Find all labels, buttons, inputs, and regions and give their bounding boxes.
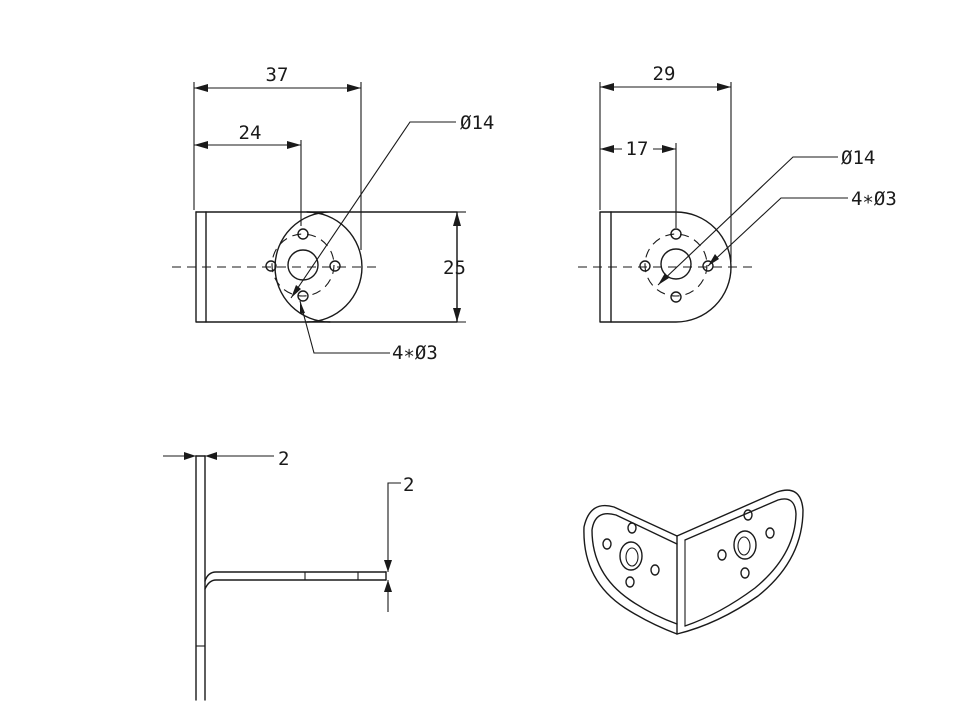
side-center-hole bbox=[660, 248, 692, 280]
arrowhead bbox=[453, 212, 461, 226]
iso-left-small-hole bbox=[627, 522, 637, 534]
arrowhead bbox=[717, 83, 731, 91]
front-leader-dia14 bbox=[290, 121, 456, 299]
front-small-holes-label: 4∗Ø3 bbox=[392, 342, 438, 364]
iso-left-wing-rim bbox=[591, 512, 678, 625]
arrowhead bbox=[347, 84, 361, 92]
profile-dim-2a-label: 2 bbox=[278, 448, 289, 470]
front-small-hole bbox=[297, 290, 309, 302]
arrowhead bbox=[291, 285, 301, 298]
front-dim-24-label: 24 bbox=[239, 122, 262, 144]
iso-left-center-hole bbox=[619, 541, 643, 571]
iso-left-small-hole bbox=[625, 576, 635, 588]
arrowhead bbox=[708, 254, 719, 266]
side-dim-17-label: 17 bbox=[626, 138, 649, 160]
iso-left-small-hole bbox=[650, 564, 660, 576]
front-dim-25-label: 25 bbox=[443, 257, 466, 279]
side-view: 29 17 Ø14 4∗Ø3 bbox=[578, 63, 897, 323]
arrowhead bbox=[453, 308, 461, 322]
profile-horizontal-leg bbox=[204, 571, 387, 582]
front-plate-body bbox=[195, 211, 331, 323]
arrowhead bbox=[184, 452, 196, 460]
side-bolt-circle bbox=[644, 233, 708, 297]
iso-right-center-hole-inner bbox=[737, 536, 751, 556]
side-small-holes-label: 4∗Ø3 bbox=[851, 188, 897, 210]
arrowhead bbox=[300, 301, 305, 314]
arrowhead bbox=[194, 141, 208, 149]
iso-right-wing-rim bbox=[684, 498, 797, 627]
iso-left-center-hole-inner bbox=[625, 547, 639, 567]
front-small-hole bbox=[297, 228, 309, 240]
iso-right-small-hole bbox=[743, 509, 753, 521]
front-plate-outline bbox=[195, 211, 458, 323]
profile-dim-line-2b bbox=[387, 482, 401, 572]
side-leader-dia14 bbox=[657, 156, 838, 286]
iso-left-wing bbox=[583, 504, 678, 635]
side-small-hole bbox=[670, 291, 682, 303]
front-round-flange bbox=[306, 211, 363, 323]
side-plate-outline bbox=[599, 211, 732, 323]
arrowhead bbox=[662, 145, 676, 153]
iso-right-center-hole bbox=[733, 530, 757, 560]
arrowhead bbox=[194, 84, 208, 92]
arrowhead bbox=[600, 145, 614, 153]
arrowhead bbox=[600, 83, 614, 91]
iso-right-small-hole bbox=[740, 567, 750, 579]
isometric-view bbox=[583, 489, 804, 635]
iso-right-small-hole bbox=[717, 549, 727, 561]
side-dim-29-label: 29 bbox=[653, 63, 676, 85]
arrowhead bbox=[658, 273, 669, 285]
profile-dim-2b-label: 2 bbox=[403, 474, 414, 496]
front-small-hole bbox=[329, 260, 341, 272]
side-dia14-label: Ø14 bbox=[841, 147, 875, 169]
arrowhead bbox=[384, 580, 392, 592]
side-small-hole bbox=[639, 260, 651, 272]
front-small-hole bbox=[265, 260, 277, 272]
iso-right-wing bbox=[676, 489, 804, 635]
front-dim-37-label: 37 bbox=[266, 64, 289, 86]
profile-horizontal-leg bbox=[204, 579, 387, 590]
profile-view: 2 2 bbox=[163, 448, 414, 701]
iso-right-small-hole bbox=[765, 527, 775, 539]
side-small-hole bbox=[670, 228, 682, 240]
arrowhead bbox=[205, 452, 217, 460]
arrowhead bbox=[384, 560, 392, 572]
arrowhead bbox=[287, 141, 301, 149]
front-view: 37 24 25 Ø14 4∗Ø3 bbox=[172, 64, 494, 364]
front-dia14-label: Ø14 bbox=[460, 112, 494, 134]
iso-left-small-hole bbox=[602, 538, 612, 550]
side-leader-small-holes bbox=[707, 197, 848, 267]
side-small-hole bbox=[702, 260, 714, 272]
front-leader-small-holes bbox=[299, 300, 390, 354]
front-bolt-circle bbox=[271, 233, 335, 297]
